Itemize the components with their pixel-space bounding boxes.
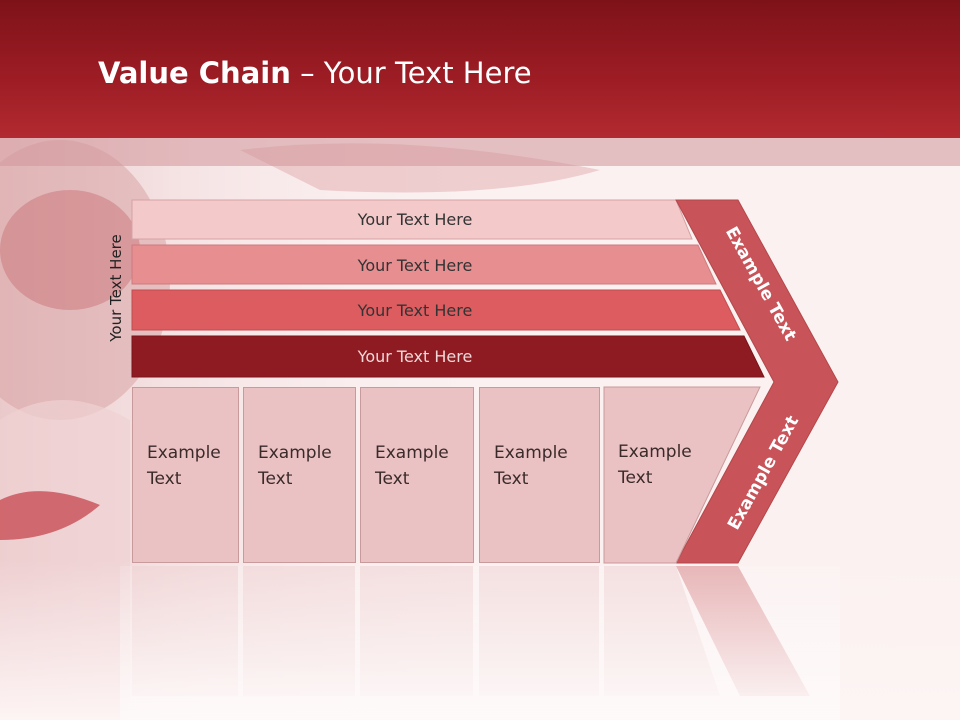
bar-2-label: Your Text Here [357,255,473,275]
chevron-shape [675,199,839,564]
bar-1-label: Your Text Here [357,209,473,229]
reflection [120,566,840,720]
box-4-line1: Example [494,443,568,463]
box-1-line2: Text [147,469,182,489]
bar-3-label: Your Text Here [357,300,473,320]
title-bar-band [0,138,960,166]
box-1-line1: Example [147,443,221,463]
slide-title-rest: – Your Text Here [290,56,532,90]
bar-3-shape [131,289,741,331]
last-box-shape [603,386,761,564]
box-3-line2: Text [375,469,410,489]
bar-4-shape [131,335,765,378]
bar-1-shape [131,199,693,240]
box-3-line1: Example [375,443,449,463]
bar-4-label: Your Text Here [357,346,473,366]
slide-title-bold: Value Chain [98,56,291,90]
bar-2-shape [131,244,717,285]
slide-title: Value Chain – Your Text Here [98,56,532,90]
box-5-line2: Text [618,468,653,488]
box-4-line2: Text [494,469,529,489]
box-2-line1: Example [258,443,332,463]
title-bar [0,0,960,138]
box-2-line2: Text [258,469,293,489]
box-5-line1: Example [618,442,692,462]
